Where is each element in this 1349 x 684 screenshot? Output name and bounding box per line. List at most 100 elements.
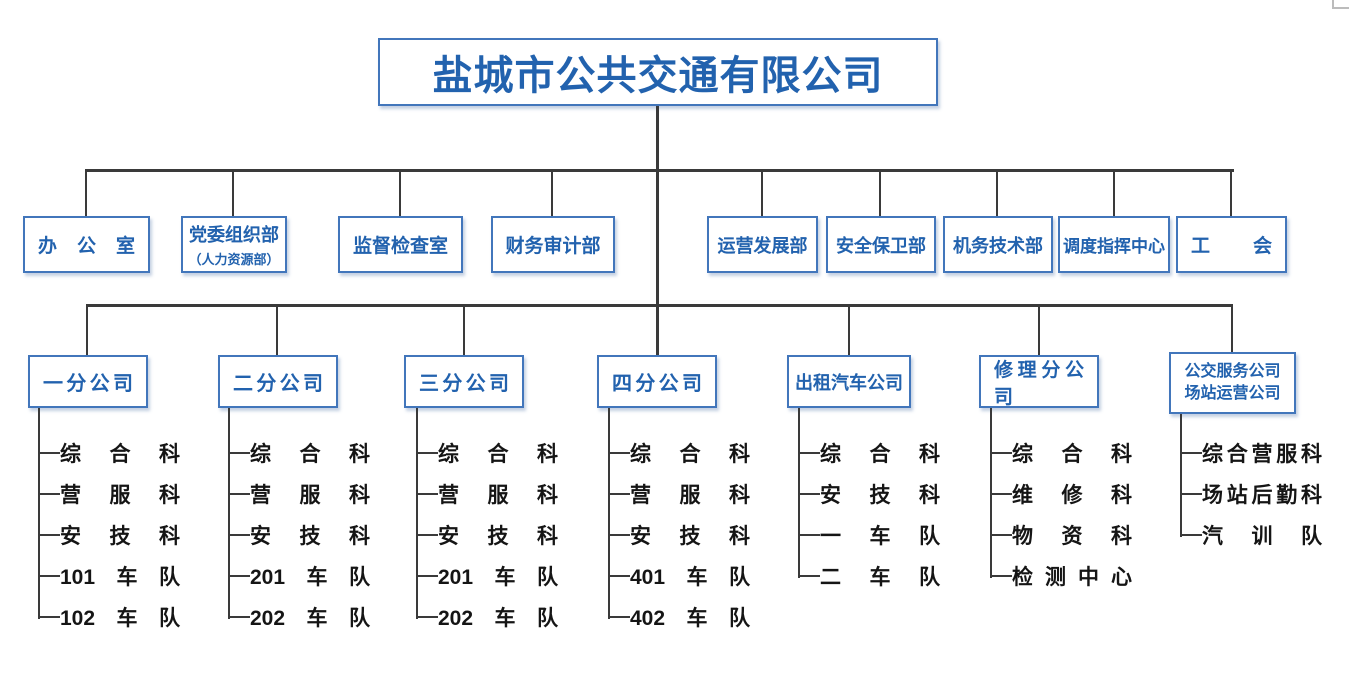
connector-bus-departments	[86, 169, 1234, 172]
connector-spine	[1180, 414, 1182, 537]
connector-drop	[463, 304, 465, 355]
branch-list-first-company: 综合科 营服科 安技科 101车队 102车队	[38, 408, 198, 637]
connector-drop	[1113, 169, 1115, 216]
list-item: 安技科	[416, 514, 576, 555]
list-item: 营服科	[228, 473, 388, 514]
branch-label: 四分公司	[612, 373, 702, 395]
branch-label-line2: 场站运营公司	[1184, 385, 1281, 402]
connector-drop	[551, 169, 553, 216]
branch-label: 出租汽车公司	[795, 372, 903, 393]
dept-box-supervision: 监督检查室	[338, 216, 463, 273]
list-item: 402车队	[608, 596, 768, 637]
list-item: 安技科	[608, 514, 768, 555]
list-item: 101车队	[38, 555, 198, 596]
company-title: 盐城市公共交通有限公司	[432, 54, 884, 98]
dept-box-security: 安全保卫部	[826, 216, 936, 273]
branch-box-fourth-company: 四分公司	[597, 355, 717, 408]
branch-label: 一分公司	[43, 373, 133, 395]
connector-spine	[416, 408, 418, 619]
list-item: 综合科	[990, 432, 1150, 473]
branch-label: 三分公司	[419, 373, 509, 395]
list-item: 综合科	[416, 432, 576, 473]
dept-label: 党委组织部	[189, 225, 279, 245]
branch-list-taxi-company: 综合科 安技科 一车队 二车队	[798, 408, 958, 596]
list-item: 汽训队	[1180, 514, 1340, 555]
list-item: 综合营服科	[1180, 432, 1340, 473]
connector-spine	[608, 408, 610, 619]
connector-drop	[848, 304, 850, 355]
list-item: 401车队	[608, 555, 768, 596]
list-item: 营服科	[608, 473, 768, 514]
list-item: 综合科	[228, 432, 388, 473]
list-item: 安技科	[228, 514, 388, 555]
list-item: 综合科	[798, 432, 958, 473]
branch-list-third-company: 综合科 营服科 安技科 201车队 202车队	[416, 408, 576, 637]
connector-drop	[232, 169, 234, 216]
branch-list-repair-company: 综合科 维修科 物资科 检测中心	[990, 408, 1150, 596]
branch-list-bus-service-company: 综合营服科 场站后勤科 汽训队	[1180, 414, 1340, 555]
connector-drop	[85, 169, 87, 216]
branch-list-fourth-company: 综合科 营服科 安技科 401车队 402车队	[608, 408, 768, 637]
dept-box-labor-union: 工会	[1176, 216, 1287, 273]
branch-box-third-company: 三分公司	[404, 355, 524, 408]
branch-box-repair-company: 修理分公司	[979, 355, 1099, 408]
connector-drop	[1230, 169, 1232, 216]
dept-box-finance-audit: 财务审计部	[491, 216, 615, 273]
branch-label: 修理分公司	[994, 359, 1084, 408]
dept-box-dispatch-center: 调度指挥中心	[1058, 216, 1170, 273]
root-company-box: 盐城市公共交通有限公司	[378, 38, 938, 106]
list-item: 202车队	[416, 596, 576, 637]
connector-bus-branches	[87, 304, 1233, 307]
connector-spine	[38, 408, 40, 619]
window-corner-fragment	[1332, 7, 1349, 9]
branch-box-second-company: 二分公司	[218, 355, 338, 408]
dept-label: 安全保卫部	[836, 235, 926, 256]
branch-box-first-company: 一分公司	[28, 355, 148, 408]
connector-drop	[399, 169, 401, 216]
list-item: 营服科	[416, 473, 576, 514]
list-item: 综合科	[38, 432, 198, 473]
dept-label: 机务技术部	[953, 235, 1043, 256]
dept-label: 财务审计部	[505, 236, 601, 257]
branch-list-second-company: 综合科 营服科 安技科 201车队 202车队	[228, 408, 388, 637]
list-item: 安技科	[38, 514, 198, 555]
connector-drop	[276, 304, 278, 355]
connector-drop	[996, 169, 998, 216]
list-item: 场站后勤科	[1180, 473, 1340, 514]
branch-box-taxi-company: 出租汽车公司	[787, 355, 911, 408]
list-item: 201车队	[228, 555, 388, 596]
branch-label: 公交服务公司	[1184, 363, 1281, 381]
connector-drop	[86, 304, 88, 355]
list-item: 营服科	[38, 473, 198, 514]
branch-label: 二分公司	[233, 373, 323, 395]
dept-label: 调度指挥中心	[1063, 237, 1165, 256]
dept-box-party-organization: 党委组织部 （人力资源部）	[181, 216, 287, 273]
list-item: 综合科	[608, 432, 768, 473]
dept-box-operations-development: 运营发展部	[707, 216, 818, 273]
dept-box-office: 办公室	[23, 216, 150, 273]
dept-label: 工会	[1191, 236, 1272, 257]
list-item: 201车队	[416, 555, 576, 596]
dept-label: 运营发展部	[717, 235, 808, 256]
connector-trunk	[656, 106, 659, 306]
list-item: 维修科	[990, 473, 1150, 514]
dept-label: 办公室	[38, 236, 135, 257]
dept-sublabel: （人力资源部）	[188, 252, 280, 267]
list-item: 检测中心	[990, 555, 1150, 596]
connector-drop	[761, 169, 763, 216]
list-item: 202车队	[228, 596, 388, 637]
list-item: 二车队	[798, 555, 958, 596]
branch-box-bus-service-station-company: 公交服务公司 场站运营公司	[1169, 352, 1296, 414]
list-item: 安技科	[798, 473, 958, 514]
connector-drop	[656, 304, 659, 355]
connector-drop	[1038, 304, 1040, 355]
window-corner-fragment	[1332, 0, 1334, 8]
dept-box-mechanical-technology: 机务技术部	[943, 216, 1053, 273]
dept-label: 监督检查室	[352, 236, 448, 257]
list-item: 一车队	[798, 514, 958, 555]
connector-drop	[879, 169, 881, 216]
list-item: 物资科	[990, 514, 1150, 555]
connector-drop	[1231, 304, 1233, 352]
connector-spine	[228, 408, 230, 619]
